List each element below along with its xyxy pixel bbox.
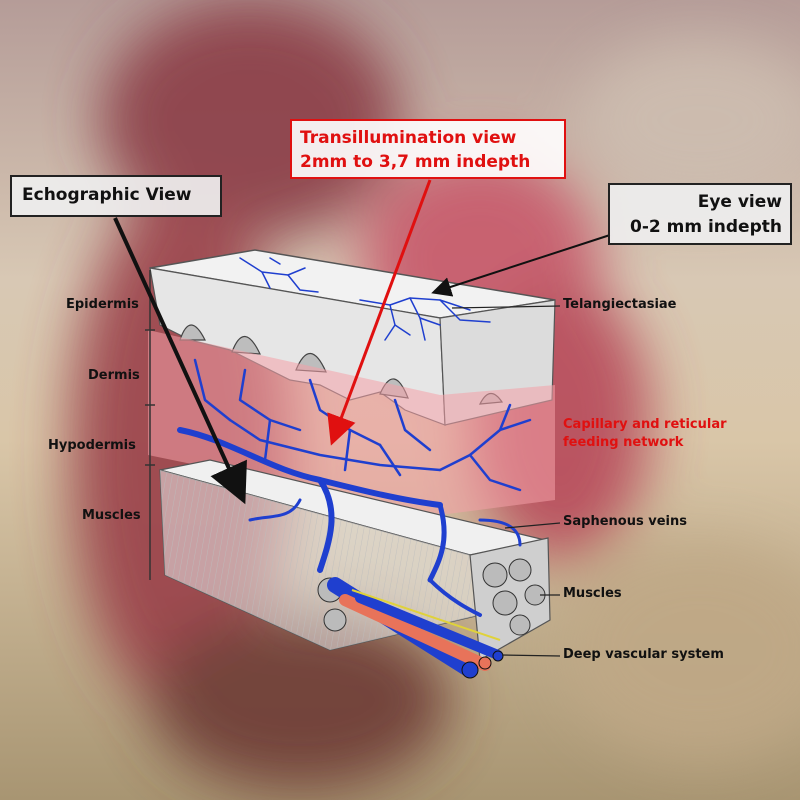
echographic-title: Echographic View <box>22 185 192 205</box>
transillumination-arrow <box>327 179 432 446</box>
label-muscles-left: Muscles <box>82 508 141 523</box>
label-capillary-line2: feeding network <box>563 435 684 450</box>
leader-lines <box>451 305 561 657</box>
label-capillary-line1: Capillary and reticular <box>563 417 727 432</box>
eye-view-arrow <box>431 234 611 297</box>
transillumination-depth: 2mm to 3,7 mm indepth <box>300 152 531 172</box>
deep-vessels <box>327 577 504 679</box>
echographic-callout: Echographic View <box>10 175 222 217</box>
label-capillary-network: Capillary and reticular feeding network <box>563 416 727 452</box>
eye-view-title: Eye view <box>697 192 782 212</box>
transillumination-callout: Transillumination view 2mm to 3,7 mm ind… <box>290 119 566 179</box>
label-deep-vascular-system: Deep vascular system <box>563 647 724 662</box>
label-telangiectasiae: Telangiectasiae <box>563 297 677 312</box>
label-epidermis: Epidermis <box>66 297 139 312</box>
label-hypodermis: Hypodermis <box>48 438 136 453</box>
eye-view-depth: 0-2 mm indepth <box>629 217 782 237</box>
label-dermis: Dermis <box>88 368 140 383</box>
vein-network <box>177 257 532 617</box>
eye-view-callout: Eye view 0-2 mm indepth <box>608 183 792 245</box>
transillumination-title: Transillumination view <box>300 128 517 148</box>
layer-scale <box>145 270 155 580</box>
label-muscles-right: Muscles <box>563 586 622 601</box>
label-saphenous-veins: Saphenous veins <box>563 514 687 529</box>
echographic-arrow <box>113 217 247 505</box>
